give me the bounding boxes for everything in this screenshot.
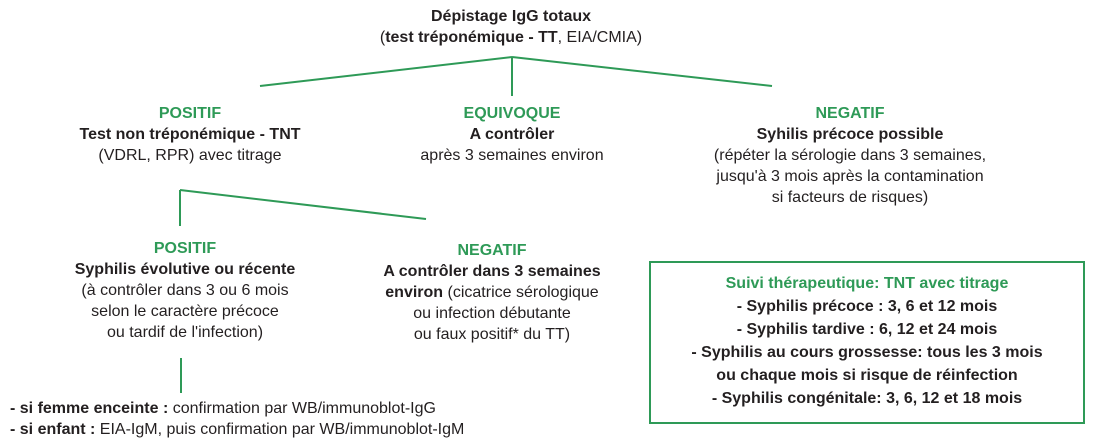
tnt-negative-node: NEGATIF A contrôler dans 3 semaines envi… — [342, 240, 642, 345]
tnt-negative-mixed-line: environ (cicatrice sérologique — [342, 282, 642, 303]
tnt-positive-title: Syphilis évolutive ou récente — [74, 261, 296, 278]
tnt-negative-title-end: environ — [385, 284, 444, 301]
root-subtitle-test: test tréponémique - TT — [385, 29, 558, 46]
tnt-negative-detail-start: (cicatrice sérologique — [443, 284, 599, 301]
negative-title: Syhilis précoce possible — [756, 126, 944, 143]
note-child: - si enfant : EIA-IgM, puis confirmation… — [10, 419, 464, 440]
negative-detail-line: si facteurs de risques) — [771, 189, 929, 206]
positive-label: POSITIF — [158, 105, 222, 122]
note-text: EIA-IgM, puis confirmation par WB/immuno… — [95, 421, 465, 438]
connector-root-to-negative — [511, 56, 773, 87]
confirmation-notes: - si femme enceinte : confirmation par W… — [10, 398, 464, 440]
followup-item: - Syphilis au cours grossesse: tous les … — [691, 344, 1043, 361]
negative-label: NEGATIF — [815, 105, 885, 122]
followup-item: - Syphilis congénitale: 3, 6, 12 et 18 m… — [711, 390, 1023, 407]
positive-title: Test non tréponémique - TNT — [79, 126, 301, 143]
note-text: confirmation par WB/immunoblot-IgG — [168, 400, 436, 417]
tnt-negative-title: A contrôler dans 3 semaines — [383, 263, 601, 280]
tnt-positive-detail-line: selon le caractère précoce — [91, 303, 279, 320]
negative-result-node: NEGATIF Syhilis précoce possible (répéte… — [660, 103, 1040, 208]
tnt-negative-detail-line: ou infection débutante — [413, 305, 571, 322]
equivocal-label: EQUIVOQUE — [463, 105, 561, 122]
note-label: - si femme enceinte : — [10, 400, 169, 417]
tnt-positive-node: POSITIF Syphilis évolutive ou récente (à… — [30, 238, 340, 343]
tnt-positive-detail-line: (à contrôler dans 3 ou 6 mois — [81, 282, 289, 299]
followup-item: - Syphilis précoce : 3, 6 et 12 mois — [736, 298, 998, 315]
tnt-negative-label: NEGATIF — [457, 242, 527, 259]
followup-item: - Syphilis tardive : 6, 12 et 24 mois — [736, 321, 998, 338]
note-label: - si enfant : — [10, 421, 96, 438]
tnt-positive-label: POSITIF — [153, 240, 217, 257]
followup-item: ou chaque mois si risque de réinfection — [716, 367, 1018, 384]
note-pregnant-woman: - si femme enceinte : confirmation par W… — [10, 398, 464, 419]
connector-tnt-to-negative — [179, 189, 427, 220]
equivocal-result-node: EQUIVOQUE A contrôler après 3 semaines e… — [382, 103, 642, 166]
root-subtitle: (test tréponémique - TT, EIA/CMIA) — [379, 29, 643, 46]
positive-detail: (VDRL, RPR) avec titrage — [98, 147, 282, 164]
tnt-positive-detail-line: ou tardif de l'infection) — [106, 324, 264, 341]
followup-title: Suivi thérapeutique: TNT avec titrage — [725, 275, 1009, 292]
tnt-negative-detail-line: ou faux positif* du TT) — [413, 326, 571, 343]
connector-root-to-positive — [259, 56, 513, 87]
negative-detail-line: (répéter la sérologie dans 3 semaines, — [713, 147, 987, 164]
negative-detail-line: jusqu'à 3 mois après la contamination — [716, 168, 984, 185]
equivocal-title: A contrôler — [469, 126, 555, 143]
root-screening-node: Dépistage IgG totaux (test tréponémique … — [296, 6, 726, 48]
equivocal-detail: après 3 semaines environ — [420, 147, 604, 164]
root-title: Dépistage IgG totaux — [430, 8, 592, 25]
therapeutic-followup-box: Suivi thérapeutique: TNT avec titrage - … — [649, 261, 1085, 424]
positive-result-node: POSITIF Test non tréponémique - TNT (VDR… — [40, 103, 340, 166]
